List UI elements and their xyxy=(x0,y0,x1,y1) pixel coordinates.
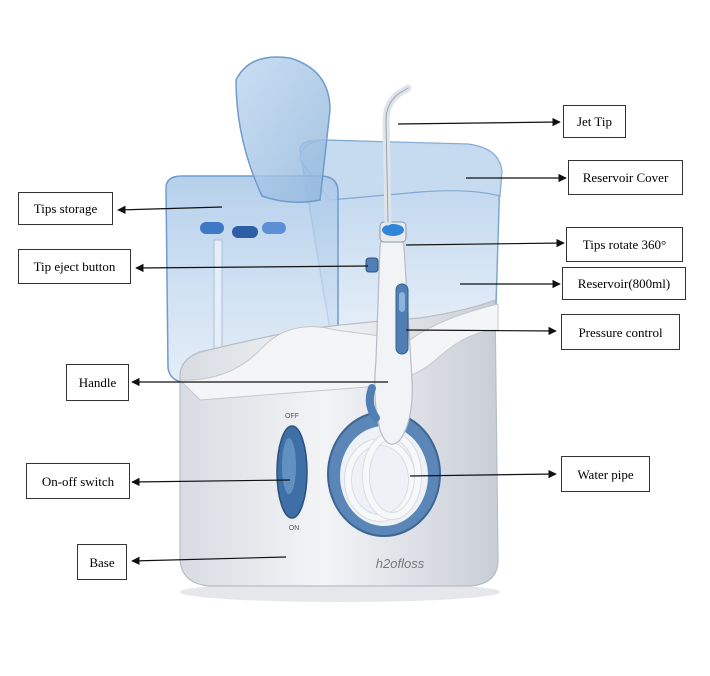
tip-rotate-ring[interactable] xyxy=(379,221,407,243)
label-pressure-control: Pressure control xyxy=(561,314,680,350)
leader-tip-eject xyxy=(135,263,369,273)
leader-tips-storage xyxy=(117,205,223,214)
floor-shadow xyxy=(180,582,500,602)
label-tips-rotate: Tips rotate 360° xyxy=(566,227,683,262)
leader-water-pipe xyxy=(409,469,557,479)
label-base: Base xyxy=(77,544,127,580)
leader-tips-rotate xyxy=(405,238,565,248)
leader-base xyxy=(131,556,287,566)
label-tips-storage: Tips storage xyxy=(18,192,113,225)
handle-unit xyxy=(365,237,413,445)
brand-mark: h2ofloss xyxy=(376,556,425,571)
base-collar xyxy=(178,303,499,401)
leader-pressure-control xyxy=(405,326,557,336)
label-water-pipe: Water pipe xyxy=(561,456,650,492)
label-handle: Handle xyxy=(66,364,129,401)
label-reservoir-cover: Reservoir Cover xyxy=(568,160,683,195)
label-reservoir: Reservoir(800ml) xyxy=(562,267,686,300)
label-jet-tip: Jet Tip xyxy=(563,105,626,138)
leader-on-off-switch xyxy=(131,477,291,487)
label-on-off-switch: On-off switch xyxy=(26,463,130,499)
switch-off-label: OFF xyxy=(285,413,299,420)
water-flosser-illustration: OFF ON h2ofloss xyxy=(165,56,503,602)
tip-eject-button[interactable] xyxy=(365,257,379,273)
leader-jet-tip xyxy=(397,117,561,127)
label-tip-eject-button: Tip eject button xyxy=(18,249,131,284)
switch-on-label: ON xyxy=(289,525,300,532)
leader-lines xyxy=(117,117,567,566)
tips-storage-lid xyxy=(235,56,331,203)
on-off-switch-control[interactable] xyxy=(276,425,308,519)
